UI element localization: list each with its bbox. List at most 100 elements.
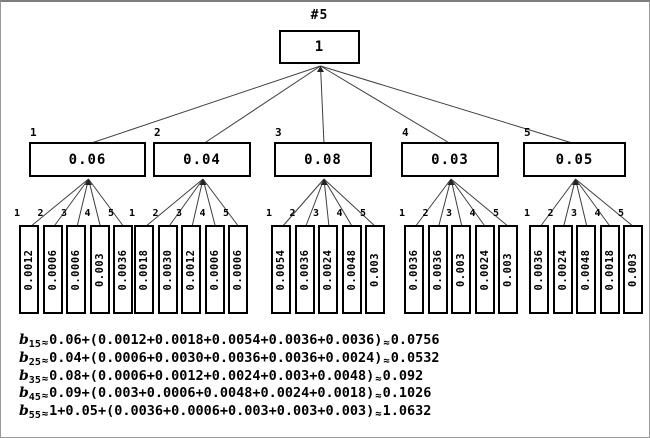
node-index-label: 2 [154,126,161,139]
leaf-index-label: 5 [108,208,115,219]
formula-expression: 0.06+(0.0012+0.0018+0.0054+0.0036+0.0036… [49,332,383,348]
root-node: 1 [279,30,360,64]
leaf-value: 0.0024 [556,249,569,290]
leaf-node: 0.0054 [271,225,291,314]
leaf-node: 0.0048 [576,225,596,314]
leaf-index-label: 1 [524,208,531,219]
approx-sign: ≈ [41,372,49,385]
leaf-node: 0.0018 [599,225,620,314]
leaf-node: 0.0006 [228,225,248,314]
formula-result: 1.0632 [382,403,432,420]
leaf-node: 0.0024 [474,225,495,314]
leaf-index-label: 3 [571,208,578,219]
formula-expression: 0.08+(0.0006+0.0012+0.0024+0.003+0.0048) [49,367,375,384]
approx-sign: ≈ [383,354,390,367]
node-index-label: 3 [275,126,282,139]
leaf-group: 0.0054 0.0036 0.0024 0.0048 0.003 [271,225,385,314]
approx-sign: ≈ [375,390,382,403]
approx-sign: ≈ [375,372,382,385]
leaf-node: 0.0006 [42,225,63,314]
leaf-index-label: 2 [547,208,554,219]
leaf-index-label: 4 [469,208,476,219]
leaf-value: 0.0006 [46,249,59,290]
node-value: 0.05 [555,151,594,168]
leaf-group: 0.0036 0.0036 0.003 0.0024 0.003 [404,225,518,314]
leaf-node: 0.0030 [157,225,178,314]
leaf-index-label: 3 [61,208,68,219]
formula-line: b55≈1+0.05+(0.0036+0.0006+0.003+0.003+0.… [19,403,440,421]
formula-result: 0.0532 [390,349,440,366]
leaf-value: 0.0006 [208,249,221,290]
leaf-value: 0.003 [93,252,106,287]
leaf-index-label: 5 [360,208,367,219]
leaf-index-row: 1 2 3 4 5 [524,208,642,219]
leaf-node: 0.003 [623,225,643,314]
node-value: 0.04 [183,151,221,168]
formula-line: b15≈0.06+(0.0012+0.0018+0.0054+0.0036+0.… [19,332,440,350]
formula-subscript: 55 [28,410,41,422]
leaf-value: 0.0024 [322,249,334,290]
formula-subscript: 15 [28,339,41,350]
leaf-value: 0.003 [502,252,514,287]
leaf-index-label: 1 [14,208,21,219]
leaf-node: 0.0036 [427,225,448,314]
leaf-node: 0.0036 [529,225,549,314]
leaf-value: 0.0012 [185,249,197,290]
leaf-node: 0.0024 [552,225,573,314]
node-value: 0.08 [304,151,342,168]
tree-node: 0.08 [274,142,372,177]
leaf-group: 0.0012 0.0006 0.0006 0.003 0.0036 [19,225,133,314]
formula-expression: 0.09+(0.003+0.0006+0.0048+0.0024+0.0018) [49,385,375,402]
leaf-value: 0.0024 [478,249,491,290]
leaf-index-label: 3 [313,208,320,219]
approx-sign: ≈ [383,337,390,349]
leaf-value: 0.0036 [408,249,420,290]
leaf-index-label: 2 [152,208,159,219]
leaf-index-label: 5 [223,208,230,219]
leaf-node: 0.003 [365,225,385,314]
leaf-value: 0.0036 [117,249,129,290]
formula-variable: b [19,403,29,420]
root-tag: #5 [310,8,329,23]
leaf-index-label: 3 [176,208,183,219]
leaf-value: 0.0012 [23,249,35,290]
leaf-index-label: 4 [84,208,91,219]
formula-block: b15≈0.06+(0.0012+0.0018+0.0054+0.0036+0.… [19,332,440,421]
leaf-group: 0.0018 0.0030 0.0012 0.0006 0.0006 [134,225,248,314]
formula-subscript: 25 [28,356,41,368]
leaf-index-row: 1 2 3 4 5 [399,208,517,219]
leaf-index-label: 1 [266,208,273,219]
leaf-index-label: 4 [594,208,601,219]
leaf-value: 0.0036 [298,249,311,290]
leaf-node: 0.003 [89,225,110,314]
leaf-index-row: 1 2 3 4 5 [129,208,247,219]
formula-line: b45≈0.09+(0.003+0.0006+0.0048+0.0024+0.0… [19,385,440,403]
root-value: 1 [314,39,325,55]
leaf-value: 0.0048 [580,249,592,290]
formula-expression: 1+0.05+(0.0036+0.0006+0.003+0.003+0.003) [49,403,375,420]
leaf-group: 0.0036 0.0024 0.0048 0.0018 0.003 [529,225,643,314]
leaf-index-row: 1 2 3 4 5 [14,208,132,219]
leaf-node: 0.0006 [204,225,225,314]
tree-node: 0.04 [153,142,251,177]
approx-sign: ≈ [375,408,382,421]
leaf-index-label: 3 [446,208,453,219]
approx-sign: ≈ [41,408,49,421]
approx-sign: ≈ [41,337,49,349]
node-value: 0.03 [431,151,469,168]
leaf-index-label: 2 [289,208,296,219]
leaf-node: 0.0024 [318,225,338,314]
formula-result: 0.1026 [382,385,432,402]
formula-variable: b [19,367,29,384]
leaf-value: 0.003 [627,252,639,287]
formula-result: 0.0756 [390,332,440,348]
leaf-value: 0.0036 [431,249,444,290]
leaf-index-label: 1 [399,208,406,219]
formula-result: 0.092 [382,367,424,384]
leaf-node: 0.0036 [113,225,133,314]
leaf-index-label: 1 [129,208,136,219]
node-index-label: 4 [402,126,409,139]
leaf-node: 0.0036 [294,225,315,314]
leaf-value: 0.0048 [345,249,358,290]
leaf-node: 0.0012 [181,225,201,314]
